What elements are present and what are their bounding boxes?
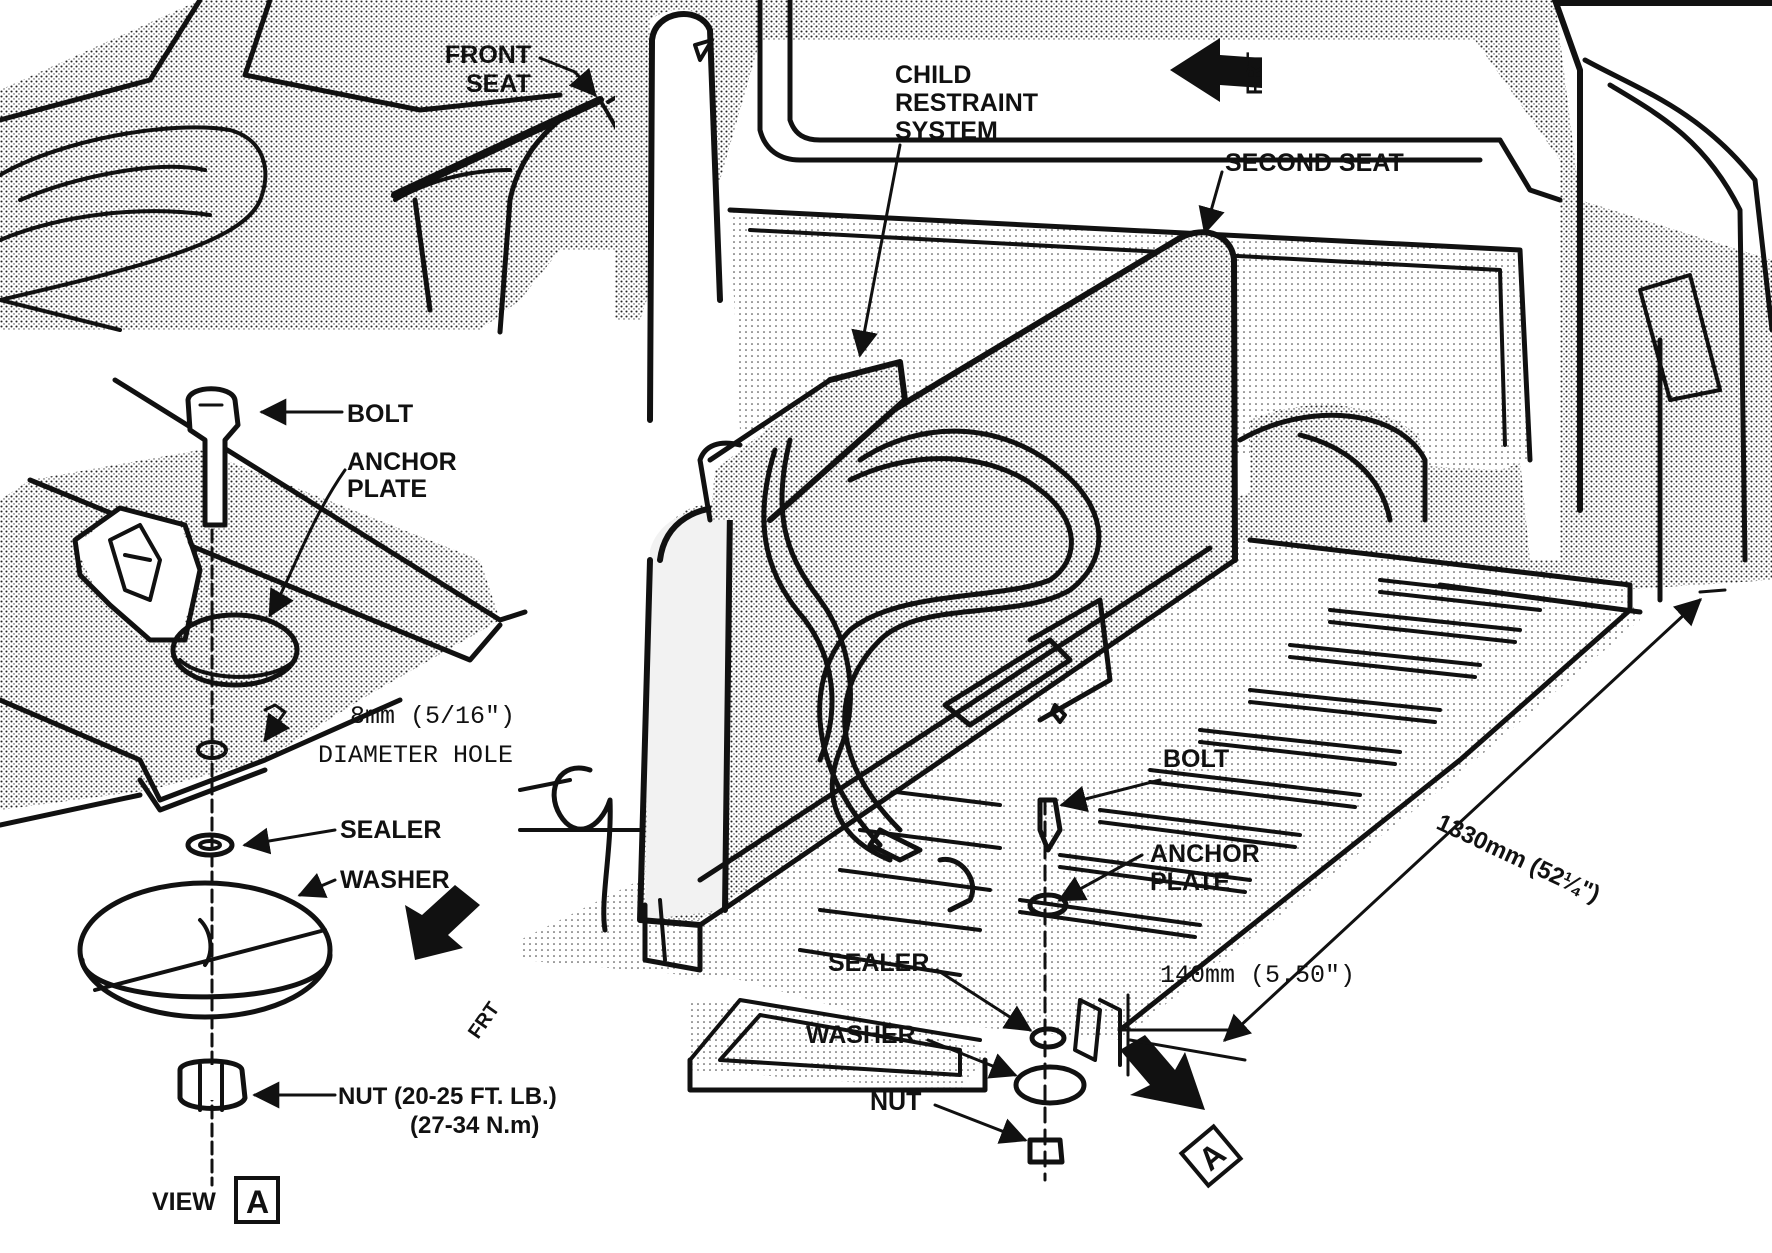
anchor-plate-left-label-line2: PLATE: [347, 475, 427, 503]
labels: FRONT SEAT CHILD RESTRAINT SYSTEM SECOND…: [152, 41, 1604, 1224]
child-restraint-label-line2: RESTRAINT: [895, 89, 1038, 117]
sealer-right-label: SEALER: [828, 949, 929, 977]
front-seat-illustration: [0, 0, 674, 335]
frt-arrow-left: FRT: [405, 885, 504, 1043]
washer-right-label: WASHER: [806, 1021, 916, 1049]
bolt-left-label: BOLT: [347, 400, 413, 428]
bolt-right-label: BOLT: [1163, 745, 1229, 773]
view-a-arrow: A: [1120, 1035, 1244, 1189]
hole-label-line2: DIAMETER HOLE: [318, 741, 513, 770]
sealer-left-label: SEALER: [340, 816, 441, 844]
view-letter: A: [246, 1184, 269, 1220]
leader-lines: [242, 56, 1225, 1144]
anchor-plate-left-label-line1: ANCHOR: [347, 448, 457, 476]
view-label: VIEW: [152, 1188, 216, 1216]
frt-label-top: FRT: [1242, 52, 1267, 95]
frt-arrow-top: FRT: [1170, 38, 1267, 102]
frt-label-left: FRT: [464, 998, 504, 1042]
child-restraint-label-line1: CHILD: [895, 61, 971, 89]
nut-right-label: NUT: [870, 1088, 921, 1116]
second-seat-label: SECOND SEAT: [1225, 149, 1404, 177]
dim-long-label: 1330mm (52¼"): [1432, 809, 1604, 908]
view-a-exploded: [0, 377, 528, 1187]
dimension-lines: [1118, 588, 1727, 1077]
right-anchor-hardware: [1013, 797, 1122, 1182]
dim-short-label: 140mm (5.50"): [1160, 961, 1355, 990]
anchor-plate-right-label-line2: PLATE: [1150, 868, 1230, 896]
child-restraint-label-line3: SYSTEM: [895, 117, 998, 145]
nut-left-label-line2: (27-34 N.m): [410, 1112, 539, 1139]
child-restraint-straps: [697, 359, 1102, 913]
anchor-plate-right-label-line1: ANCHOR: [1150, 840, 1260, 868]
second-seat: [518, 229, 1238, 973]
washer-left-label: WASHER: [340, 866, 450, 894]
view-letter-box: [234, 1176, 280, 1224]
nut-left-label-line1: NUT (20-25 FT. LB.): [338, 1083, 557, 1110]
hole-label-line1: 8mm (5/16"): [350, 702, 515, 731]
front-seat-label-line2: SEAT: [466, 70, 531, 98]
front-seat-label-line1: FRONT: [445, 41, 531, 69]
